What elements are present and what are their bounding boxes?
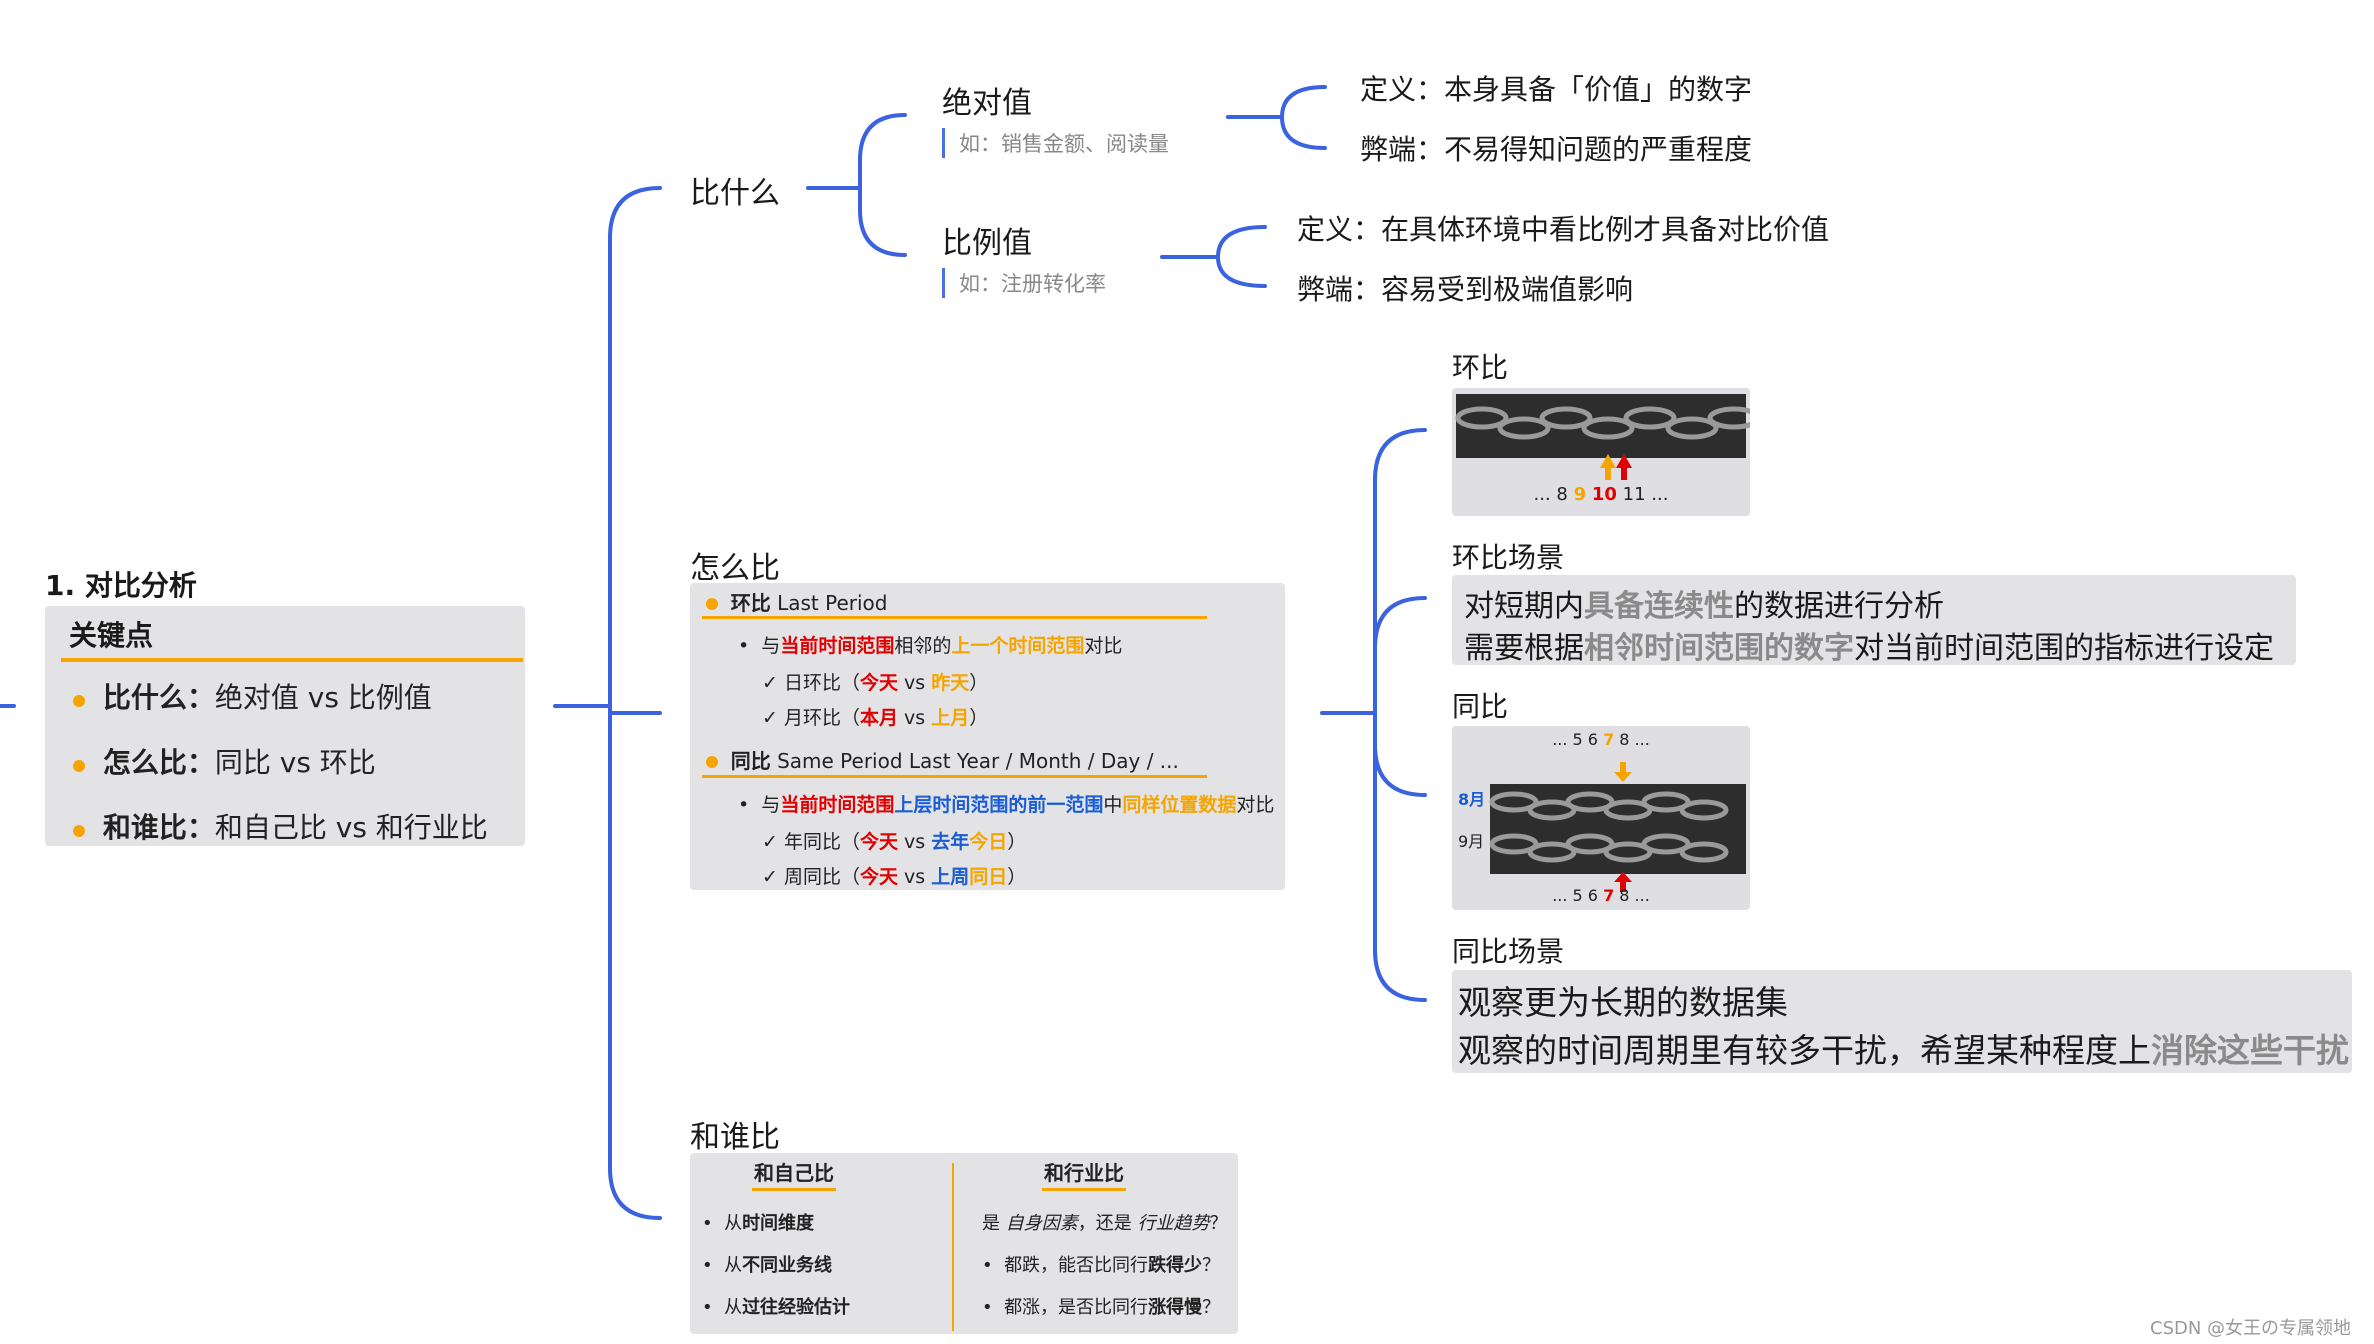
chain-illustration — [1455, 394, 1761, 480]
yoy-top-sequence: ... 5 6 7 8 ... — [1552, 730, 1650, 749]
absolute-definition: 定义：本身具备「价值」的数字 — [1360, 73, 1753, 106]
mom-chain-image: ... 8 9 10 11 ... — [1452, 388, 1761, 516]
mom-sequence: ... 8 9 10 11 ... — [1533, 484, 1669, 505]
mom-desc: • 与当前时间范围相邻的上一个时间范围对比 — [738, 635, 1123, 657]
industry-item: • 都跌，能否比同行跌得少？ — [982, 1255, 1221, 1276]
mom-scene-panel: 对短期内具备连续性的数据进行分析 需要根据相邻时间范围的数字对当前时间范围的指标… — [1452, 575, 2296, 666]
yoy-row2-label: 9月 — [1458, 832, 1485, 851]
ratio-definition: 定义：在具体环境中看比例才具备对比价值 — [1297, 213, 1830, 246]
yoy-title: 同比 Same Period Last Year / Month / Day /… — [706, 745, 1179, 774]
absolute-drawback: 弊端：不易得知问题的严重程度 — [1360, 133, 1753, 166]
yoy-scene-label: 同比场景 — [1452, 935, 1565, 968]
mom-chart-label: 环比 — [1452, 351, 1509, 384]
yoy-item-year: ✓ 年同比（今天 vs 去年今日） — [762, 831, 1027, 853]
mom-scene-line1: 对短期内具备连续性的数据进行分析 — [1464, 589, 1944, 624]
bullet-icon — [73, 760, 85, 772]
mom-scene-line2: 需要根据相邻时间范围的数字对当前时间范围的指标进行设定 — [1464, 631, 2274, 666]
yoy-scene-line2: 观察的时间周期里有较多干扰，希望某种程度上消除这些干扰 — [1458, 1031, 2349, 1070]
node-ratio-example: 如：注册转化率 — [942, 268, 1106, 298]
mom-item-month: ✓ 月环比（本月 vs 上月） — [762, 707, 989, 729]
self-item: • 从时间维度 — [702, 1213, 815, 1234]
yoy-chain-image: ... 5 6 7 8 ... 8月 9月 ... 5 6 7 8 ... — [1452, 726, 1750, 910]
yoy-underline — [702, 775, 1207, 778]
key-point-who: 和谁比：和自己比 vs 和行业比 — [73, 806, 488, 846]
node-absolute: 绝对值 — [942, 86, 1032, 121]
branch-who: 和谁比 — [690, 1120, 780, 1155]
root-title: 1. 对比分析 — [45, 569, 197, 602]
root-node: 1. 对比分析 — [45, 564, 197, 604]
mom-scene-label: 环比场景 — [1452, 541, 1565, 574]
branch-how: 怎么比 — [690, 551, 780, 586]
who-panel: 和自己比 • 从时间维度 • 从不同业务线 • 从过往经验估计 和行业比 是 自… — [690, 1153, 1238, 1334]
bullet-icon — [706, 756, 718, 768]
self-item: • 从过往经验估计 — [702, 1297, 851, 1318]
bullet-icon — [73, 695, 85, 707]
industry-item: • 都涨，是否比同行涨得慢？ — [982, 1297, 1221, 1318]
yoy-row1-label: 8月 — [1458, 790, 1486, 809]
yoy-desc: • 与当前时间范围上层时间范围的前一范围中同样位置数据对比 — [738, 794, 1275, 816]
node-absolute-example: 如：销售金额、阅读量 — [942, 128, 1169, 158]
bullet-icon — [73, 825, 85, 837]
who-divider — [952, 1163, 954, 1331]
self-item: • 从不同业务线 — [702, 1255, 833, 1276]
yoy-chart-label: 同比 — [1452, 690, 1509, 723]
key-points-panel: 关键点 比什么：绝对值 vs 比例值 怎么比：同比 vs 环比 和谁比：和自己比… — [45, 606, 525, 846]
industry-item: 是 自身因素，还是 行业趋势？ — [982, 1213, 1228, 1234]
bullet-icon — [706, 598, 718, 610]
yoy-bottom-sequence: ... 5 6 7 8 ... — [1552, 886, 1650, 905]
self-header: 和自己比 — [752, 1157, 836, 1191]
key-points-header: 关键点 — [69, 619, 154, 652]
key-points-underline — [61, 658, 523, 662]
yoy-scene-panel: 观察更为长期的数据集 观察的时间周期里有较多干扰，希望某种程度上消除这些干扰 — [1452, 970, 2352, 1073]
key-point-what: 比什么：绝对值 vs 比例值 — [73, 676, 432, 716]
mom-underline — [702, 616, 1207, 619]
yoy-scene-line1: 观察更为长期的数据集 — [1458, 983, 1788, 1022]
industry-header: 和行业比 — [1042, 1157, 1126, 1191]
yoy-item-week: ✓ 周同比（今天 vs 上周同日） — [762, 866, 1027, 888]
chain-illustration — [1489, 762, 1746, 892]
mom-title: 环比 Last Period — [706, 587, 887, 616]
watermark: CSDN @女王の专属领地 — [2150, 1318, 2352, 1339]
key-point-how: 怎么比：同比 vs 环比 — [73, 741, 376, 781]
mom-item-day: ✓ 日环比（今天 vs 昨天） — [762, 672, 989, 694]
node-ratio: 比例值 — [942, 226, 1032, 261]
ratio-drawback: 弊端：容易受到极端值影响 — [1297, 273, 1634, 306]
how-panel: 环比 Last Period • 与当前时间范围相邻的上一个时间范围对比 ✓ 日… — [690, 583, 1285, 890]
branch-what: 比什么 — [690, 176, 780, 211]
